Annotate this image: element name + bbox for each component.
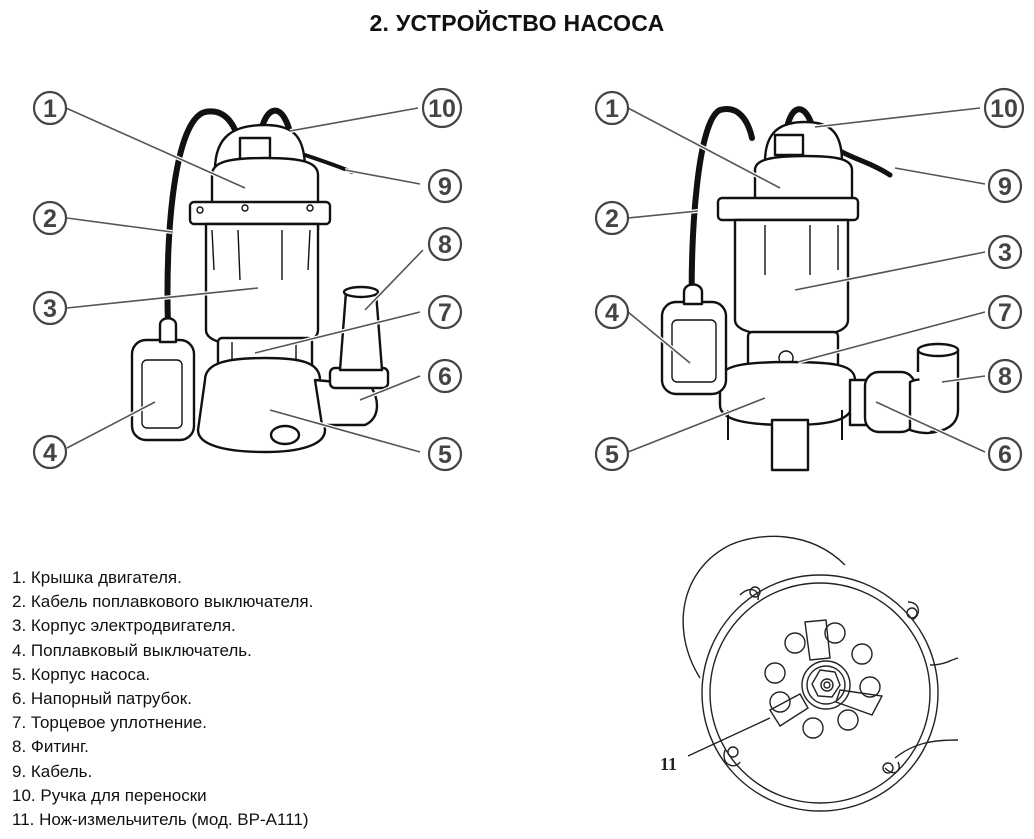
- svg-text:4: 4: [43, 439, 57, 467]
- impeller-drawing: [682, 535, 959, 812]
- svg-text:6: 6: [998, 441, 1012, 469]
- callout-1: 1: [32, 90, 68, 126]
- callout-9: 9: [987, 168, 1023, 204]
- svg-text:1: 1: [43, 95, 57, 123]
- svg-text:6: 6: [438, 363, 452, 391]
- callout-3: 3: [32, 290, 68, 326]
- callout-1: 1: [594, 90, 630, 126]
- callout-7: 7: [987, 294, 1023, 330]
- svg-text:1: 1: [605, 95, 619, 123]
- callout-2: 2: [594, 200, 630, 236]
- legend-item: 5. Корпус насоса.: [12, 664, 151, 684]
- callout-2: 2: [32, 200, 68, 236]
- callout-5: 5: [427, 436, 463, 472]
- svg-text:2: 2: [605, 205, 619, 233]
- parts-legend: 1. Крышка двигателя. 2. Кабель поплавков…: [12, 566, 313, 832]
- pump-drawing: [660, 106, 960, 472]
- legend-item: 8. Фитинг.: [12, 737, 89, 757]
- callout-5: 5: [594, 436, 630, 472]
- svg-text:5: 5: [438, 441, 452, 469]
- callout-6: 6: [987, 436, 1023, 472]
- callout-9: 9: [427, 168, 463, 204]
- callout-3: 3: [987, 234, 1023, 270]
- legend-item: 4. Поплавковый выключатель.: [12, 640, 252, 660]
- legend-item: 2. Кабель поплавкового выключателя.: [12, 592, 314, 612]
- svg-text:8: 8: [438, 231, 452, 259]
- callout-6: 6: [427, 358, 463, 394]
- page-title: 2. УСТРОЙСТВО НАСОСА: [369, 10, 665, 36]
- pump-diagram-left: 1 2 3 4 5 6 7 8 9 10: [32, 87, 463, 472]
- svg-text:9: 9: [438, 173, 452, 201]
- svg-text:2: 2: [43, 205, 57, 233]
- callout-10: 10: [983, 87, 1025, 129]
- pump-diagram-right: 1 2 3 4 5 6 7 8 9 10: [594, 87, 1025, 472]
- legend-item: 9. Кабель.: [12, 761, 93, 781]
- callout-10: 10: [421, 87, 463, 129]
- callout-4: 4: [594, 294, 630, 330]
- callout-4: 4: [32, 434, 68, 470]
- callout-7: 7: [427, 294, 463, 330]
- legend-item: 7. Торцевое уплотнение.: [12, 713, 207, 733]
- svg-text:3: 3: [43, 295, 57, 323]
- svg-text:8: 8: [998, 363, 1012, 391]
- svg-text:9: 9: [998, 173, 1012, 201]
- leader-lines: [65, 106, 425, 454]
- svg-text:4: 4: [605, 299, 619, 327]
- svg-text:7: 7: [998, 299, 1012, 327]
- callout-8: 8: [987, 358, 1023, 394]
- legend-item: 11. Нож-измельчитель (мод. BP-A111): [12, 810, 309, 830]
- svg-text:10: 10: [428, 95, 456, 123]
- callout-8: 8: [427, 226, 463, 262]
- impeller-detail-diagram: 11: [660, 535, 959, 812]
- svg-text:7: 7: [438, 299, 452, 327]
- leader-line-11: [687, 717, 771, 757]
- legend-item: 1. Крышка двигателя.: [12, 568, 182, 587]
- svg-text:10: 10: [990, 95, 1018, 123]
- legend-item: 6. Напорный патрубок.: [12, 689, 192, 709]
- svg-text:3: 3: [998, 239, 1012, 267]
- callout-11: 11: [660, 754, 677, 774]
- svg-text:5: 5: [605, 441, 619, 469]
- leader-lines: [626, 106, 986, 454]
- legend-item: 3. Корпус электродвигателя.: [12, 616, 236, 636]
- pump-drawing: [130, 107, 390, 454]
- legend-item: 10. Ручка для переноски: [12, 785, 207, 805]
